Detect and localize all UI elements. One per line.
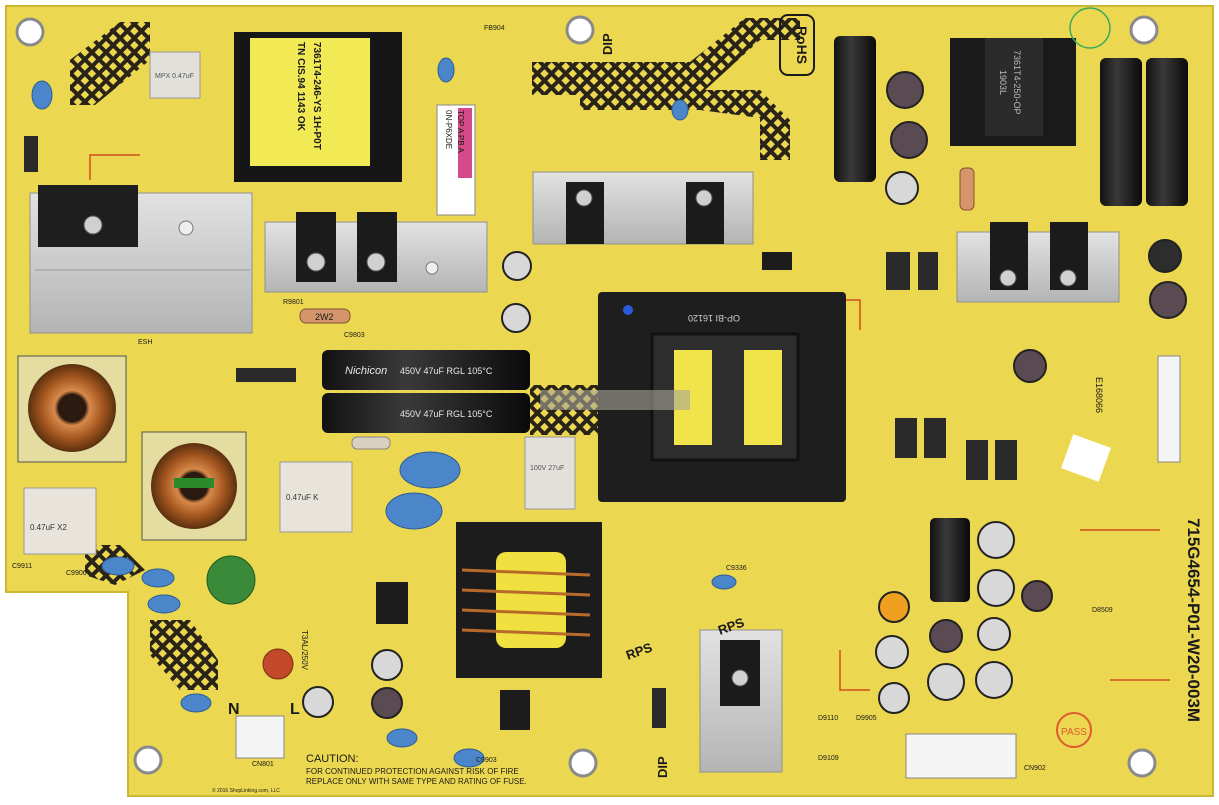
varistor — [206, 555, 256, 605]
caution-line-2: REPLACE ONLY WITH SAME TYPE AND RATING O… — [306, 777, 527, 786]
right-transformer-text-2: 1903L — [998, 70, 1008, 95]
rohs-mark: RoHS — [779, 14, 815, 76]
blurred-patch — [540, 390, 690, 410]
x-cap-2-text: 0.47uF X2 — [30, 523, 67, 532]
label-c9906: C9906 — [66, 570, 87, 577]
caution-title: CAUTION: — [306, 753, 359, 765]
ic-2 — [500, 690, 530, 730]
transformer-main-text-1: 7361T4-246-YS 1H-P0T — [311, 42, 322, 150]
main-transformer-label — [250, 38, 370, 166]
film-capacitor — [149, 51, 201, 99]
film-cap-2-text: 100V 27uF — [530, 465, 564, 472]
x-cap-1-text: 0.47uF K — [286, 493, 319, 502]
label-dip-2: DIP — [655, 756, 670, 778]
resistor-2w2 — [299, 308, 351, 324]
thermistor — [262, 648, 294, 680]
qc-stamp: PASS — [1056, 712, 1092, 748]
label-fb904: FB904 — [484, 25, 505, 32]
center-transformer-text: OP-BI 16120 — [688, 313, 740, 323]
label-d8509: D8509 — [1092, 607, 1113, 614]
connector-right — [1157, 355, 1181, 463]
heatsink-screw — [83, 215, 103, 235]
ic-1 — [376, 582, 408, 624]
sticker-text-2: TOP A PB A — [456, 110, 465, 154]
film-cap-text: MPX 0.47uF — [155, 73, 194, 80]
secondary-capacitors — [834, 36, 1188, 602]
lot-code: E168066 — [1094, 377, 1104, 413]
label-r9801: R9801 — [283, 299, 304, 306]
radial-capacitors — [302, 71, 1187, 719]
sticker-text-1: 0N-P6XDE — [444, 110, 453, 149]
qc-stamp-text: PASS — [1061, 727, 1087, 738]
mosfet-heatsink-right — [956, 231, 1120, 303]
x-capacitor-2 — [279, 461, 353, 533]
bridge-rectifier — [38, 185, 138, 247]
part-number: 715G4654-P01-W20-003M — [1184, 518, 1203, 722]
resistor-text: 2W2 — [315, 312, 334, 322]
green-stamp — [1069, 7, 1111, 49]
label-cn902: CN902 — [1024, 765, 1046, 772]
live-label: L — [290, 701, 300, 718]
right-transformer-text-1: 7361T4-250-OP — [1012, 50, 1022, 115]
bulk-cap-brand: Nichicon — [345, 365, 387, 377]
connector-cn801 — [235, 715, 285, 759]
neutral-label: N — [228, 701, 240, 718]
resistor-2 — [351, 436, 391, 450]
label-c9803: C9803 — [344, 332, 365, 339]
label-d9110: D9110 — [818, 715, 838, 722]
label-heatsink: ESH — [138, 339, 152, 346]
label-dip-1: DIP — [600, 33, 615, 55]
fuse-rating: T3AL/250V — [300, 630, 309, 671]
label-c9336: C9336 — [726, 565, 747, 572]
rohs-text: RoHS — [794, 26, 810, 64]
ground-hatch-bottom-left — [150, 620, 218, 690]
x-capacitor-1 — [23, 487, 97, 555]
label-d9109: D9109 — [818, 755, 839, 762]
mounting-holes — [15, 15, 1159, 778]
label-c9911: C9911 — [12, 563, 32, 570]
label-d9905: D9905 — [856, 715, 877, 722]
connector-cn902 — [905, 733, 1017, 779]
bulk-cap-2-text: 450V 47uF RGL 105°C — [400, 409, 493, 419]
label-c9903: C9903 — [476, 757, 497, 764]
caution-line-1: FOR CONTINUED PROTECTION AGAINST RISK OF… — [306, 767, 519, 776]
label-cn801: CN801 — [252, 761, 274, 768]
film-capacitor-2 — [524, 436, 576, 510]
copyright-line: © 2016 ShopLinking.com, LLC — [212, 787, 280, 794]
resistor-3 — [959, 167, 975, 211]
disc-capacitors — [31, 57, 737, 768]
transformer-main-text-2: TN CIS.94 1143 OK — [295, 42, 306, 132]
ground-hatch-top-left — [70, 22, 150, 105]
ic-3 — [762, 252, 792, 270]
bulk-cap-1-text: 450V 47uF RGL 105°C — [400, 366, 493, 376]
datamatrix-label — [1061, 434, 1111, 482]
ground-hatch-top-center — [532, 18, 800, 160]
bulk-capacitors: Nichicon 450V 47uF RGL 105°C 450V 47uF R… — [322, 350, 530, 433]
diodes — [24, 136, 1017, 728]
